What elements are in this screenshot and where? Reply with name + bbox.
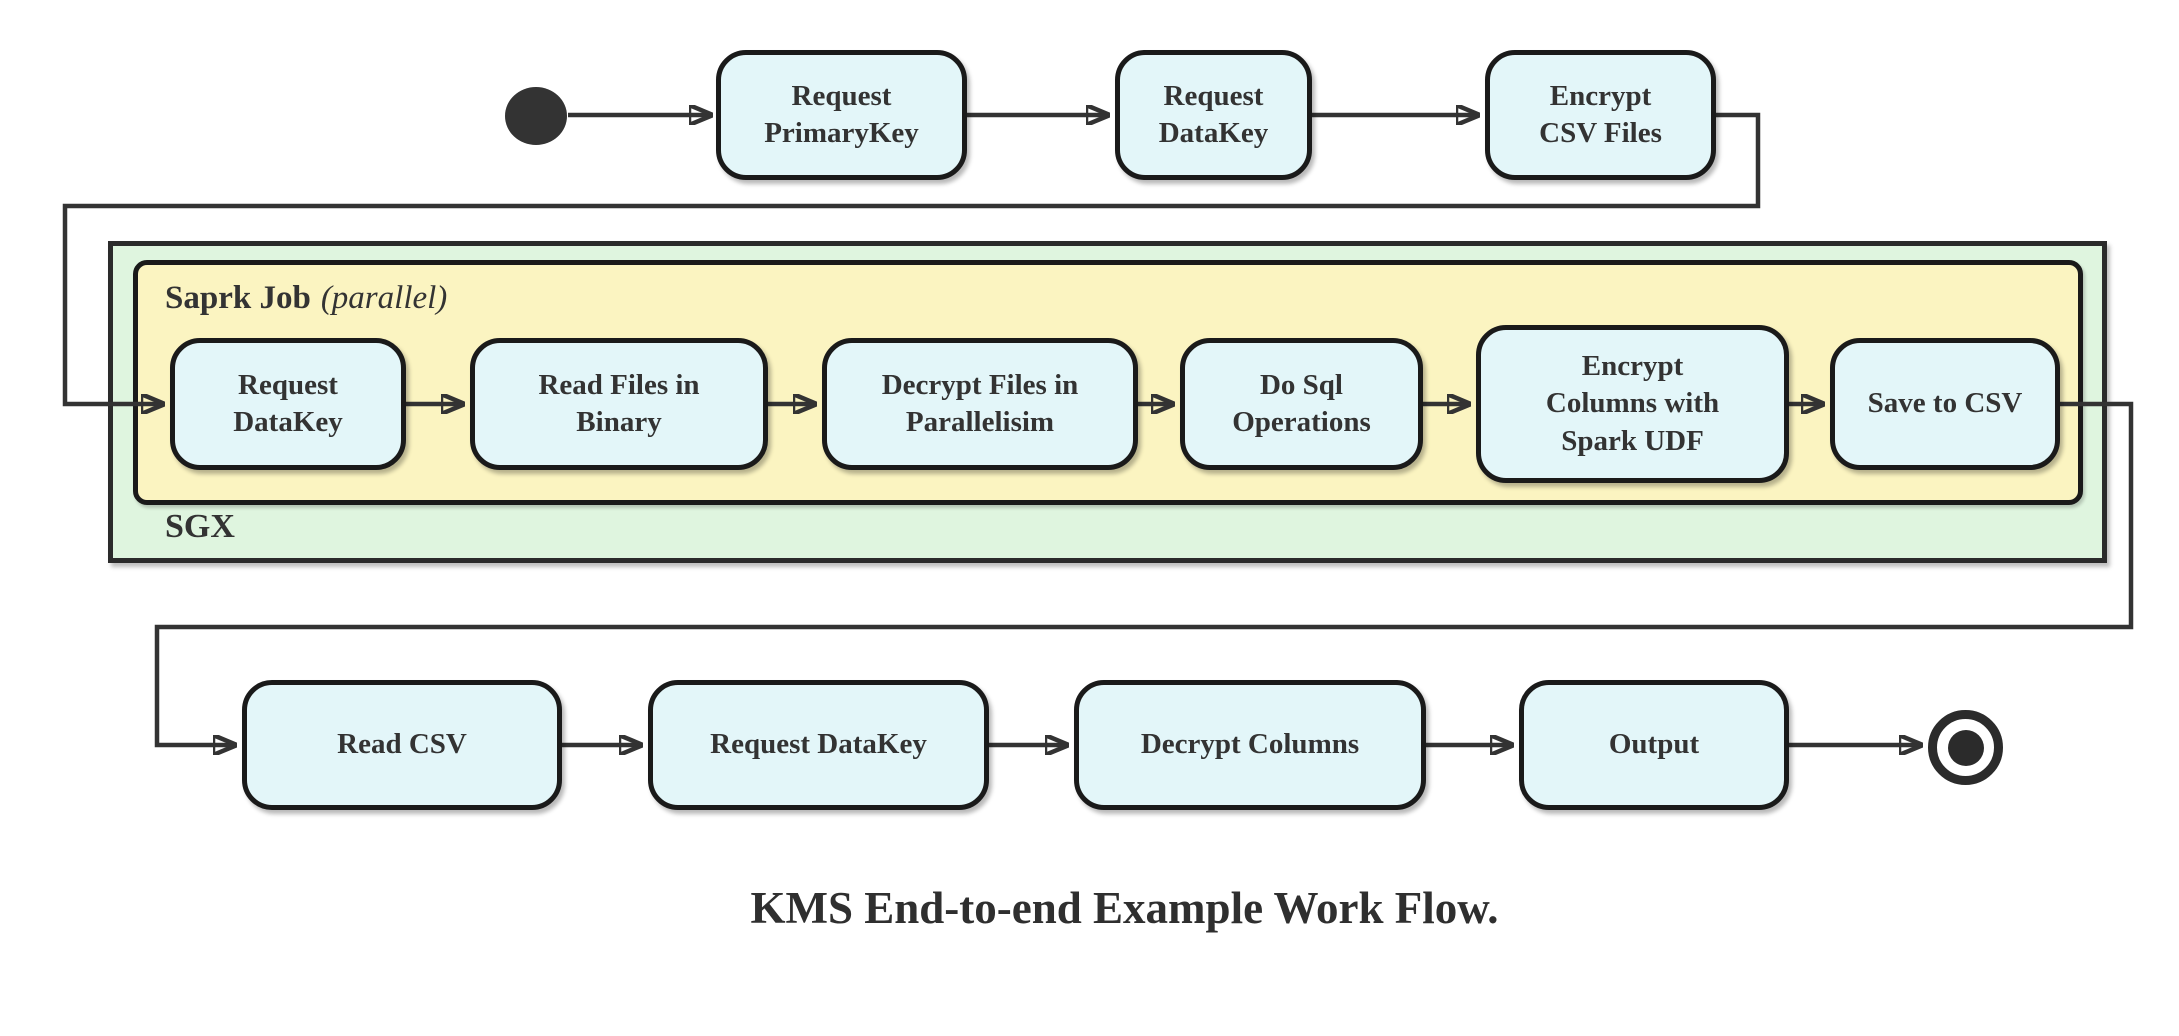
- node-output: Output: [1519, 680, 1789, 810]
- node-label: Read Files in Binary: [538, 368, 700, 438]
- sgx-label-text: SGX: [165, 508, 235, 545]
- node-do-sql-operations: Do Sql Operations: [1180, 338, 1423, 470]
- spark-job-title: Saprk Job: [165, 280, 311, 316]
- node-label: Do Sql Operations: [1232, 368, 1371, 438]
- node-decrypt-files-in-parallelisim: Decrypt Files in Parallelisim: [822, 338, 1138, 470]
- spark-job-label: Saprk Job(parallel): [165, 280, 447, 317]
- node-label: Output: [1608, 728, 1700, 761]
- end-state-dot: [1947, 729, 1984, 766]
- end-state-marker: [1928, 710, 2003, 785]
- node-request-datakey-top: Request DataKey: [1115, 50, 1312, 180]
- node-save-to-csv: Save to CSV: [1830, 338, 2060, 470]
- node-request-datakey-bottom: Request DataKey: [648, 680, 989, 810]
- node-label: Save to CSV: [1867, 387, 2023, 420]
- node-label: Encrypt Columns with Spark UDF: [1545, 350, 1720, 457]
- node-read-files-in-binary: Read Files in Binary: [470, 338, 768, 470]
- start-state-marker: [505, 87, 567, 145]
- edge-encrypt-csv-to-sgx-request-datakey: [62, 112, 1761, 404]
- sgx-label: SGX: [165, 508, 235, 546]
- node-encrypt-columns-with-spark-udf: Encrypt Columns with Spark UDF: [1476, 325, 1789, 483]
- edge-save-csv-to-read-csv: [154, 401, 2134, 745]
- node-request-primarykey: Request PrimaryKey: [716, 50, 967, 180]
- node-encrypt-csv-files: Encrypt CSV Files: [1485, 50, 1716, 180]
- node-label: Decrypt Files in Parallelisim: [881, 368, 1079, 438]
- node-read-csv: Read CSV: [242, 680, 562, 810]
- node-decrypt-columns: Decrypt Columns: [1074, 680, 1426, 810]
- node-label: Encrypt CSV Files: [1539, 79, 1662, 149]
- node-label: Request DataKey: [710, 728, 927, 761]
- node-label: Request DataKey: [1158, 79, 1269, 149]
- node-label: Request DataKey: [233, 368, 343, 438]
- node-label: Read CSV: [337, 728, 467, 761]
- spark-job-annotation: (parallel): [320, 280, 448, 316]
- node-label: Request PrimaryKey: [764, 79, 919, 149]
- node-label: Decrypt Columns: [1140, 728, 1360, 761]
- diagram-caption: KMS End-to-end Example Work Flow.: [750, 883, 1499, 933]
- node-sgx-request-datakey: Request DataKey: [170, 338, 406, 470]
